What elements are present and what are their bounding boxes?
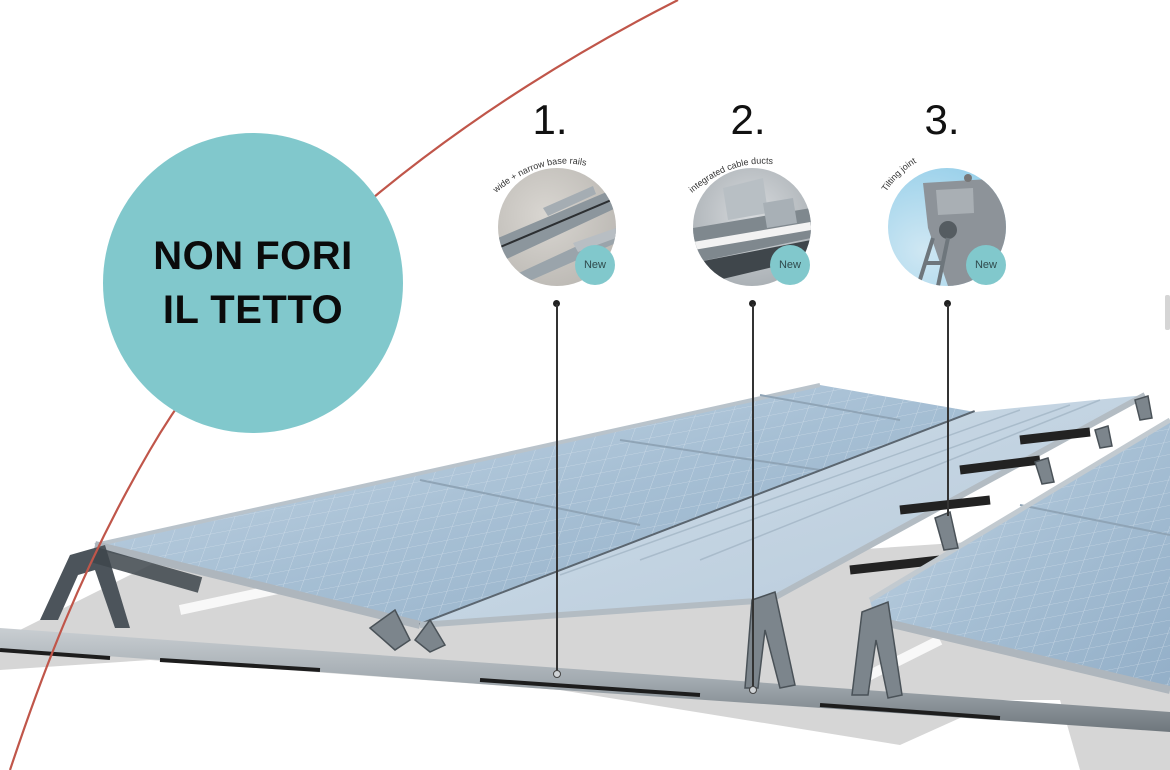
leader-anchor-1 <box>553 670 561 678</box>
callout-2: 2. <box>673 98 823 142</box>
headline-line-1: NON FORI <box>153 234 353 278</box>
leader-dot-1 <box>553 300 560 307</box>
base-rail <box>0 628 1170 732</box>
leader-anchor-2 <box>749 686 757 694</box>
leader-dot-3 <box>944 300 951 307</box>
headline-line-2: IL TETTO <box>162 288 344 332</box>
callout-3: 3. <box>867 98 1017 142</box>
callout-number: 2. <box>730 96 766 143</box>
new-tag: New <box>575 245 615 285</box>
leader-line-1 <box>556 304 558 672</box>
middle-panel-array <box>420 395 1145 625</box>
new-tag: New <box>770 245 810 285</box>
leader-dot-2 <box>749 300 756 307</box>
callout-1: 1. <box>475 98 625 142</box>
leader-line-2 <box>752 304 754 687</box>
new-tag: New <box>966 245 1006 285</box>
leader-line-3 <box>947 304 949 516</box>
tilting-mount-mid <box>744 591 796 689</box>
tilting-mount-right <box>851 600 903 699</box>
callout-number: 3. <box>924 96 960 143</box>
headline-badge: NON FORI IL TETTO <box>103 133 403 433</box>
callout-number: 1. <box>532 96 568 143</box>
scrollbar-thumb[interactable] <box>1165 295 1170 330</box>
